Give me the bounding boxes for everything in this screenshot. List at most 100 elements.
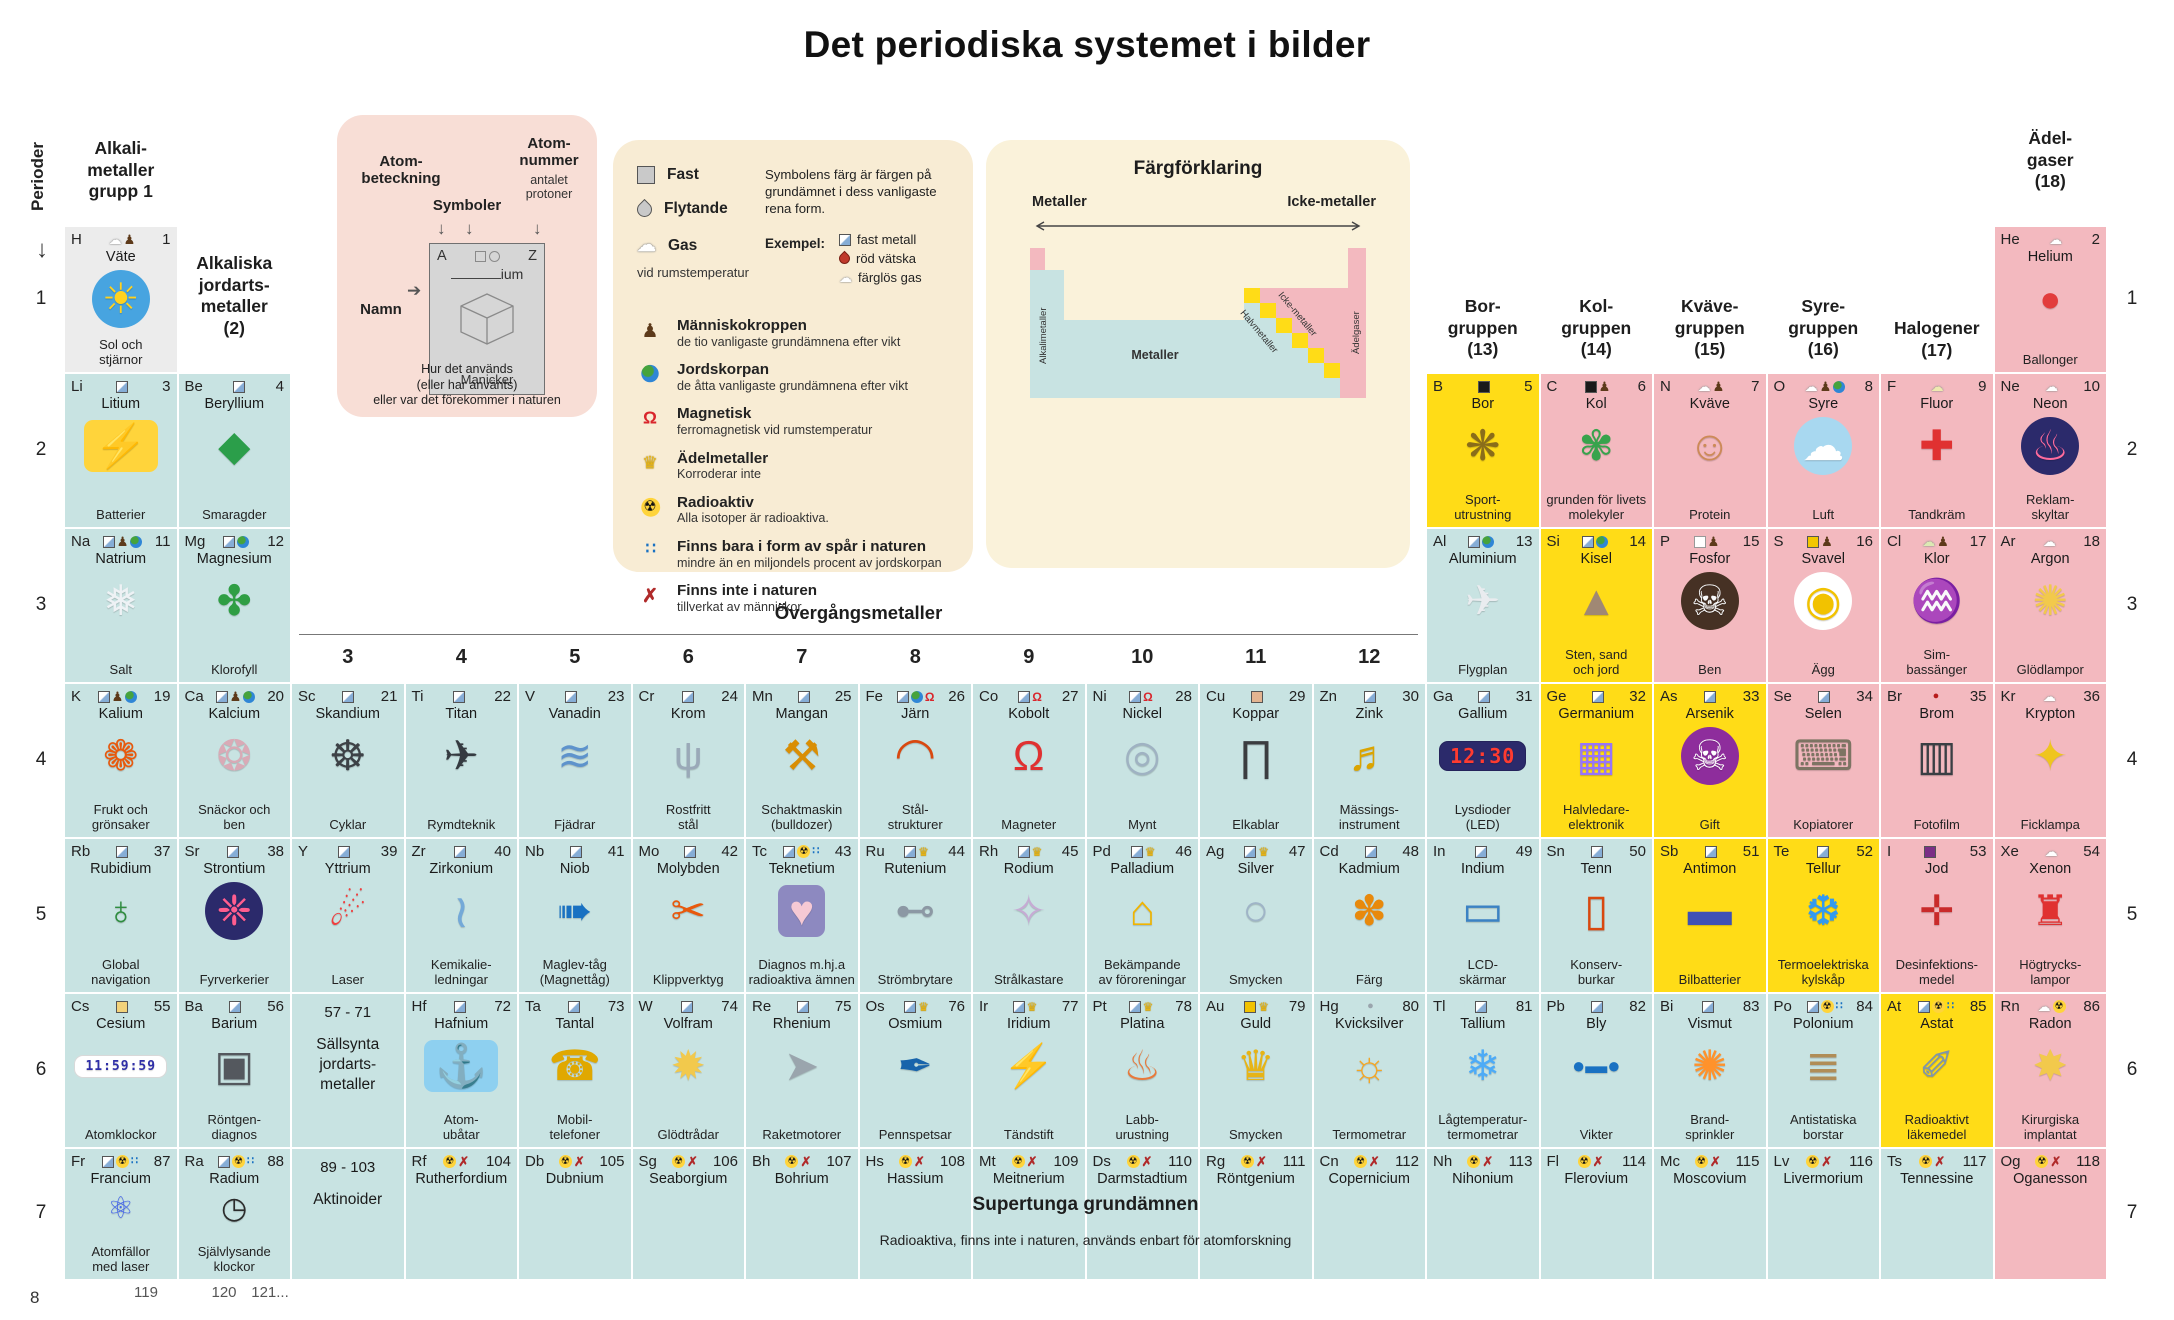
element-picture: ⚡ — [83, 420, 158, 473]
element-picture: ➤ — [784, 1042, 820, 1090]
element-picture: ▣ — [214, 1042, 255, 1090]
example-colorless-gas: färglös gas — [858, 270, 922, 285]
element-symbol: Ru — [865, 843, 885, 860]
element-picture: ✒ — [897, 1042, 933, 1090]
atom-symbol-label: Atom- beteckning — [361, 153, 441, 188]
atomic-number: 7 — [1751, 378, 1760, 395]
earth-crust-icon — [130, 535, 143, 548]
example-label: Exempel: — [765, 236, 826, 251]
solid-metal-icon — [1017, 845, 1030, 858]
atomic-number: 44 — [948, 843, 965, 860]
element-name: Teknetium — [768, 861, 835, 877]
element-symbol: Ar — [2000, 533, 2016, 550]
earth-crust-icon — [125, 690, 138, 703]
gas-icon: ☁ — [1697, 379, 1711, 394]
element-name: Fluor — [1920, 396, 1954, 412]
element-symbol: Te — [1773, 843, 1790, 860]
element-name: Francium — [90, 1171, 151, 1187]
element-name: Palladium — [1110, 861, 1175, 877]
element-symbol: Bh — [752, 1153, 771, 1170]
crown-icon: ♛ — [1031, 844, 1043, 859]
group-header: Bor- gruppen (13) — [1447, 296, 1518, 360]
atomic-number: 8 — [1864, 378, 1873, 395]
element-symbol: Ba — [184, 998, 203, 1015]
solid-metal-icon — [452, 690, 465, 703]
element-symbol: I — [1887, 843, 1892, 860]
element-caption: Stål- strukturer — [887, 802, 943, 832]
atomic-number: 56 — [267, 998, 284, 1015]
element-symbol: C — [1546, 378, 1558, 395]
element-name: Livermorium — [1783, 1171, 1864, 1187]
element-name: Rutenium — [884, 861, 947, 877]
example-red-liquid: röd vätska — [856, 251, 916, 266]
element-name: Magnesium — [196, 551, 272, 567]
element-symbol: Ag — [1206, 843, 1225, 860]
atomic-number: 6 — [1637, 378, 1646, 395]
atomic-number: 19 — [153, 688, 171, 705]
solid-metal-icon — [223, 535, 236, 548]
period-number-right: 7 — [2126, 1202, 2138, 1223]
element-picture: ❈ — [205, 882, 264, 941]
element-name: Strontium — [203, 861, 266, 877]
not-in-nature-icon: ✗ — [800, 1154, 812, 1169]
element-symbol: Bi — [1660, 998, 1674, 1015]
group-number: 11 — [1245, 646, 1267, 668]
element-caption: Sten, sand och jord — [1565, 647, 1628, 677]
element-symbol: Mt — [979, 1153, 996, 1170]
element-name: Rubidium — [90, 861, 152, 877]
element-name: Kalcium — [208, 706, 261, 722]
element-caption: Antistatiska borstar — [1790, 1112, 1857, 1142]
symbols-label: Symboler — [432, 197, 502, 214]
gas-icon: ☁ — [1804, 379, 1818, 394]
element-picture: ◎ — [1123, 732, 1161, 780]
element-caption: Tandkräm — [1908, 506, 1966, 522]
solid-metal-icon — [102, 535, 115, 548]
sample-element-cell: A Z ium Manicker — [429, 243, 545, 395]
atomic-number: 55 — [153, 998, 171, 1015]
period-number-right: 6 — [2126, 1058, 2138, 1080]
color-key-box: Färgförklaring Metaller Icke-metaller — [986, 140, 1410, 568]
element-picture: ☠ — [1680, 572, 1739, 631]
element-picture: ⌨ — [1792, 732, 1854, 780]
element-caption: Kopiatorer — [1793, 816, 1854, 832]
atomic-number: 15 — [1742, 533, 1760, 550]
element-symbol: Mg — [184, 533, 206, 550]
period-number-left: 7 — [35, 1202, 47, 1223]
human-body-icon: ♟ — [229, 689, 242, 704]
group-header: Halogener (17) — [1893, 318, 1980, 360]
element-symbol: Be — [184, 378, 203, 395]
solid-metal-icon — [1704, 845, 1717, 858]
element-picture: ✈ — [443, 732, 479, 780]
atomic-number: 37 — [153, 843, 171, 860]
element-name: Tantal — [555, 1016, 595, 1032]
element-symbol: Au — [1206, 998, 1225, 1015]
atomic-number: 33 — [1742, 688, 1760, 705]
atomic-number-sub: antalet protoner — [525, 173, 573, 202]
element-caption: Kemikalie- ledningar — [430, 957, 492, 987]
atomic-number: 22 — [494, 688, 511, 705]
atomic-number: 72 — [494, 998, 511, 1015]
atomic-number: 112 — [1395, 1153, 1419, 1170]
atomic-number: 14 — [1629, 533, 1646, 550]
element-name: Bly — [1586, 1016, 1607, 1032]
element-caption: Kirurgiska implantat — [2021, 1112, 2080, 1142]
element-symbol: Tl — [1433, 998, 1446, 1015]
element-name: Copernicium — [1328, 1171, 1410, 1187]
radioactive-icon: ☢ — [1919, 1155, 1933, 1168]
radioactive-icon: ☢ — [797, 845, 811, 858]
element-caption: Smycken — [1229, 971, 1283, 987]
atomic-number: 39 — [380, 843, 398, 860]
element-picture: ▬ — [1687, 886, 1732, 936]
